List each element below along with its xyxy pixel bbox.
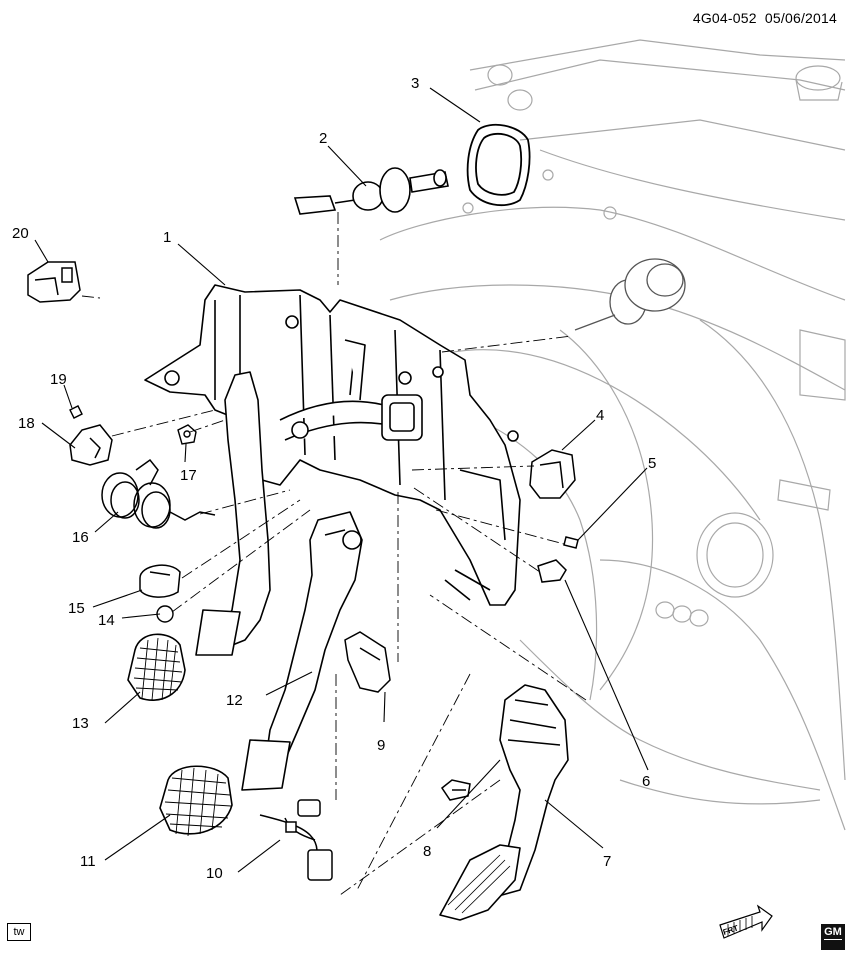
stop-lamp-switch — [344, 631, 391, 693]
callout-13: 13 — [72, 715, 89, 732]
callout-labels: 1 2 3 4 5 6 7 8 9 10 11 12 13 14 15 16 1… — [12, 75, 656, 882]
diagram-code: 4G04-052 — [692, 10, 757, 26]
pedal-bracket — [144, 284, 521, 606]
callout-5: 5 — [648, 455, 656, 472]
callout-19: 19 — [50, 371, 67, 388]
bolt-8 — [440, 779, 471, 801]
slave-cylinder-bearing — [574, 258, 686, 331]
callout-11: 11 — [80, 853, 96, 870]
return-spring — [101, 458, 216, 529]
callout-6: 6 — [642, 773, 650, 790]
tw-label-box: tw — [7, 923, 31, 941]
switch-top-left — [27, 261, 81, 303]
callout-20: 20 — [12, 225, 29, 242]
gm-logo-text: GM — [824, 926, 842, 938]
gasket-seal — [466, 123, 531, 207]
callout-2: 2 — [319, 130, 327, 147]
wiring-harness — [259, 799, 333, 881]
pedal-arm — [241, 511, 363, 791]
diagram-date: 05/06/2014 — [764, 10, 837, 26]
callout-4: 4 — [596, 407, 604, 424]
nut-17 — [177, 424, 197, 445]
gm-logo: GM — [821, 924, 845, 950]
clutch-pedal-pad — [127, 633, 186, 701]
callout-16: 16 — [72, 529, 89, 546]
front-direction-arrow-icon: FRT — [719, 904, 773, 939]
callout-9: 9 — [377, 737, 385, 754]
bushing-6 — [537, 559, 567, 583]
diagram-header: 4G04-052 05/06/2014 — [693, 10, 837, 26]
clip-bracket-18 — [69, 424, 113, 466]
brake-pedal-pad — [159, 765, 233, 837]
vehicle-body-background — [379, 39, 846, 831]
accelerator-pedal — [439, 684, 569, 921]
screw-19 — [69, 405, 83, 419]
leader-lines — [34, 87, 649, 873]
phantom-guide-lines — [81, 212, 587, 896]
bolt-5 — [563, 536, 579, 549]
callout-17: 17 — [180, 467, 197, 484]
clutch-master-cylinder — [293, 167, 449, 215]
callout-12: 12 — [226, 692, 243, 709]
callout-10: 10 — [206, 865, 223, 882]
pedal-stop-cap — [139, 564, 181, 598]
callout-14: 14 — [98, 612, 115, 629]
callout-1: 1 — [163, 229, 171, 246]
callout-8: 8 — [423, 843, 431, 860]
pedal-position-sensor — [529, 449, 576, 499]
callout-18: 18 — [18, 415, 35, 432]
callout-3: 3 — [411, 75, 419, 92]
callout-15: 15 — [68, 600, 85, 617]
callout-7: 7 — [603, 853, 611, 870]
clutch-pedal-arm — [195, 371, 271, 656]
